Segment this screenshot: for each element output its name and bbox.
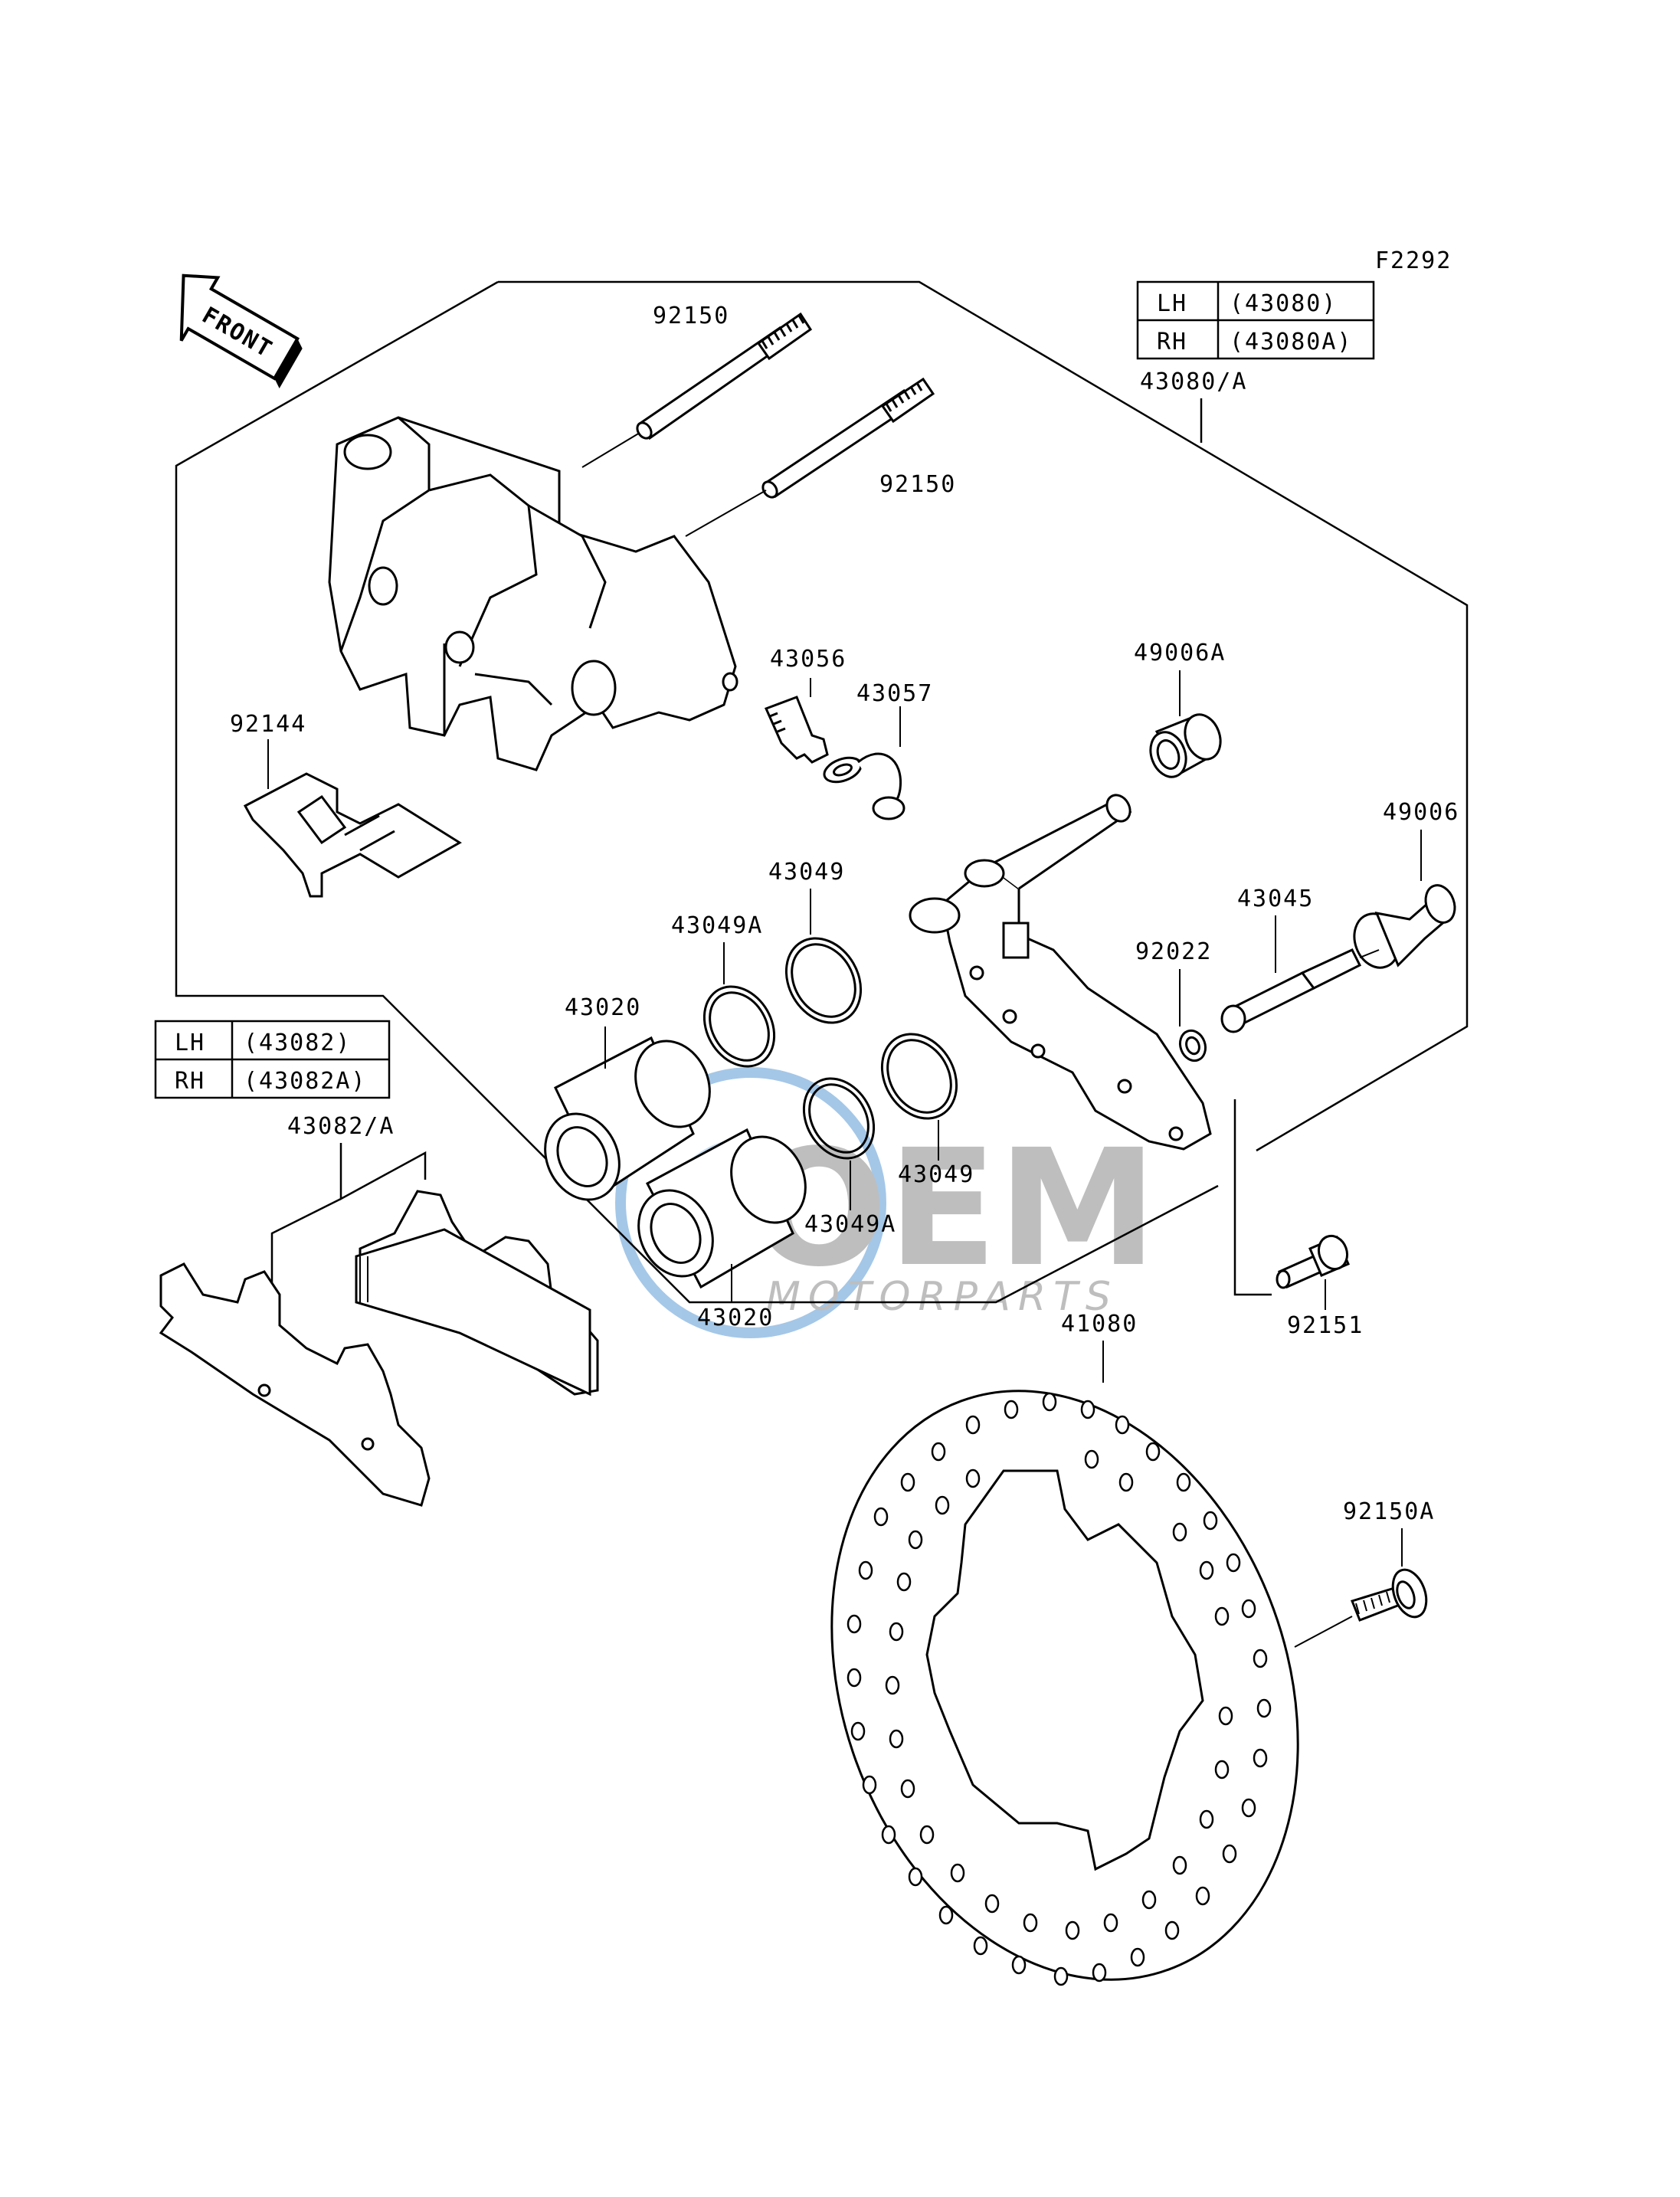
caliper-table-rh-part: (43080A)	[1230, 329, 1353, 355]
caliper-pin-upper	[581, 312, 813, 468]
piston-upper	[544, 1026, 711, 1201]
label-pin-upper: 92150	[653, 303, 729, 329]
label-piston-lower: 43020	[697, 1305, 774, 1331]
label-bleeder-valve: 43056	[770, 646, 847, 673]
brake-pad-shim	[159, 1262, 431, 1507]
label-piston-upper: 43020	[565, 994, 641, 1021]
piston-seal-upper	[702, 942, 776, 1068]
label-bleeder-cap: 43057	[856, 680, 933, 707]
pad-assembly-label: 43082/A	[287, 1113, 395, 1140]
label-pin-lower: 92150	[879, 471, 956, 498]
bleeder-cap	[823, 706, 905, 820]
holder-shaft	[1220, 915, 1380, 1033]
dust-seal-upper	[784, 889, 863, 1024]
caliper-table-lh: LH	[1157, 290, 1187, 317]
holder-bolt-bracket	[1233, 1099, 1272, 1296]
figure-code: F2292	[1375, 247, 1452, 274]
caliper-pin-lower	[685, 377, 935, 537]
caliper-assembly-outline	[498, 280, 1469, 1152]
label-seal-dust-upper: 43049	[768, 859, 845, 886]
washer	[1178, 969, 1207, 1062]
dust-seal-lower	[880, 1033, 958, 1161]
piston-seal-lower	[802, 1077, 876, 1210]
label-washer: 92022	[1135, 938, 1212, 965]
label-boot-large: 49006A	[1134, 640, 1226, 666]
bleeder-valve	[764, 678, 829, 764]
pad-table-lh: LH	[175, 1030, 205, 1056]
disc-holes	[847, 1392, 1272, 1986]
caliper-table-rh: RH	[1157, 329, 1187, 355]
part-labels: 92150 92150 43056 43057 92144 49006A 490…	[230, 303, 1459, 1525]
holder-bolt	[1276, 1234, 1350, 1310]
label-seal-piston-lower: 43049A	[804, 1211, 896, 1238]
caliper-body	[328, 416, 738, 771]
label-seal-piston-upper: 43049A	[671, 912, 763, 939]
label-boot-small: 49006	[1383, 799, 1459, 826]
caliper-assembly-label: 43080/A	[1140, 368, 1247, 395]
caliper-table-lh-part: (43080)	[1230, 290, 1337, 317]
pad-table-lh-part: (43082)	[244, 1030, 351, 1056]
piston-lower	[637, 1128, 807, 1302]
label-holder-bolt: 92151	[1287, 1312, 1364, 1339]
rubber-boot-small	[1353, 830, 1456, 969]
label-pad-spring: 92144	[230, 711, 306, 738]
watermark-tagline: MOTORPARTS	[766, 1274, 1118, 1320]
label-shaft: 43045	[1237, 886, 1314, 912]
rubber-boot-large	[1149, 670, 1222, 778]
label-disc-bolt: 92150A	[1343, 1498, 1435, 1525]
pad-spring	[243, 739, 462, 898]
front-direction-arrow: FRONT	[179, 273, 303, 388]
caliper-holder-bracket	[909, 794, 1212, 1151]
pad-table-rh: RH	[175, 1068, 205, 1095]
caliper-side-table: LH (43080) RH (43080A) 43080/A	[1136, 280, 1375, 443]
label-disc: 41080	[1061, 1311, 1138, 1338]
brake-pad-front	[355, 1190, 599, 1396]
disc-bolt	[1294, 1528, 1428, 1648]
caliper-assembly-outline-left	[175, 280, 1219, 1304]
pad-side-table: LH (43082) RH (43082A) 43082/A	[154, 1020, 427, 1287]
pad-table-rh-part: (43082A)	[244, 1068, 367, 1095]
label-seal-dust-lower: 43049	[898, 1161, 974, 1188]
brake-disc	[830, 1341, 1299, 1986]
